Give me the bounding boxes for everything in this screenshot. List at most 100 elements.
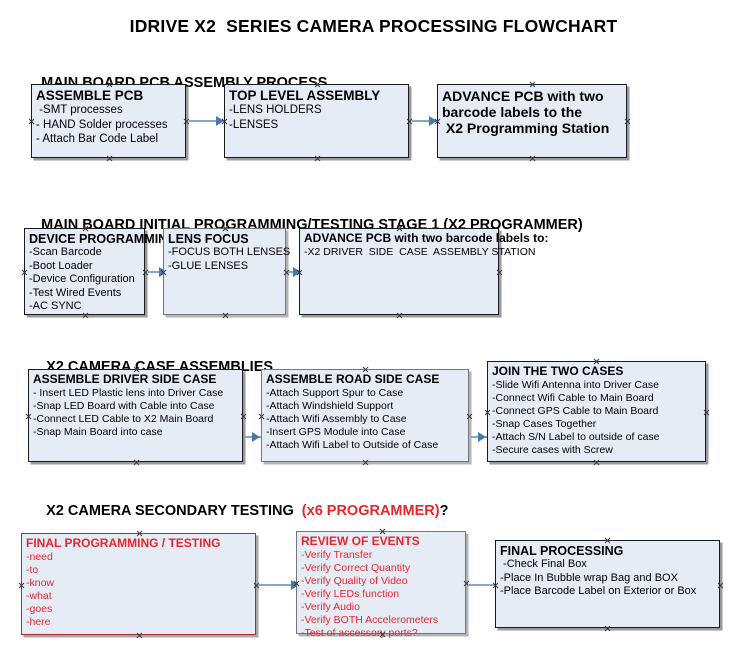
node-final-processing[interactable]: FINAL PROCESSING -Check Final Box -Place…	[495, 540, 720, 628]
handle-right-icon[interactable]	[624, 118, 631, 125]
node-line: -know	[26, 576, 55, 589]
connector-line	[412, 120, 434, 122]
node-line: -GLUE LENSES	[168, 259, 249, 272]
node-advance-pcb-station[interactable]: ADVANCE PCB with two barcode labels to t…	[437, 84, 627, 158]
node-line: -Verify Transfer	[301, 548, 373, 561]
node-lens-focus[interactable]: LENS FOCUS -FOCUS BOTH LENSES -GLUE LENS…	[163, 228, 291, 315]
node-line: -Test Wired Events	[29, 286, 122, 299]
handle-bottom-icon[interactable]	[106, 155, 113, 162]
node-line: -Attach Windshield Support	[266, 399, 394, 412]
handle-bottom-icon[interactable]	[136, 632, 143, 639]
handle-bottom-icon[interactable]	[604, 625, 611, 632]
handle-right-icon[interactable]	[466, 413, 473, 420]
node-line: -Scan Barcode	[29, 246, 102, 258]
node-line: -Connect LED Cable to X2 Main Board	[33, 412, 214, 425]
handle-right-icon[interactable]	[496, 269, 503, 276]
section-heading-4-text: X2 CAMERA SECONDARY TESTING	[46, 503, 302, 519]
node-header: ASSEMBLE DRIVER SIDE CASE	[33, 372, 217, 386]
node-line: -X2 DRIVER SIDE CASE ASSEMBLY STATION	[304, 245, 536, 258]
node-line: -Attach Wifi Label to Outside of Case	[266, 438, 439, 451]
node-join-the-two-cases[interactable]: JOIN THE TWO CASES -Slide Wifi Antenna i…	[487, 361, 706, 462]
node-header: LENS FOCUS	[168, 232, 249, 246]
node-line: - Insert LED Plastic lens into Driver Ca…	[33, 386, 224, 399]
handle-left-icon[interactable]	[18, 582, 25, 589]
node-top-level-assembly[interactable]: TOP LEVEL ASSEMBLY -LENS HOLDERS -LENSES	[224, 84, 409, 158]
handle-right-icon[interactable]	[240, 413, 247, 420]
handle-left-icon[interactable]	[484, 409, 491, 416]
handle-bottom-icon[interactable]	[396, 312, 403, 319]
handle-bottom-icon[interactable]	[529, 155, 536, 162]
handle-left-icon[interactable]	[28, 118, 35, 125]
node-line: X2 Programming Station	[442, 120, 610, 136]
connector-line	[468, 584, 504, 586]
node-final-programming-testing[interactable]: FINAL PROGRAMMING / TESTING -need -to -k…	[21, 533, 256, 635]
node-header: FINAL PROGRAMMING / TESTING	[26, 536, 221, 550]
handle-top-icon[interactable]	[529, 81, 536, 88]
node-line: -Boot Loader	[29, 259, 93, 272]
node-header: JOIN THE TWO CASES	[492, 364, 624, 378]
node-header: FINAL PROCESSING	[500, 544, 624, 558]
node-line: barcode labels to the	[442, 104, 583, 120]
node-line: -what	[26, 589, 52, 602]
node-line: - HAND Solder processes	[36, 118, 168, 131]
node-line: -Verify Audio	[301, 600, 360, 613]
handle-bottom-icon[interactable]	[593, 459, 600, 466]
node-line: -Device Configuration	[29, 273, 135, 285]
node-line: -LENSES	[229, 118, 279, 131]
node-line: - Attach Bar Code Label	[36, 133, 159, 145]
section-heading-4-suffix: ?	[439, 503, 449, 519]
node-assemble-pcb[interactable]: ASSEMBLE PCB -SMT processes - HAND Solde…	[31, 84, 186, 158]
node-line: -FOCUS BOTH LENSES	[168, 246, 291, 258]
node-assemble-driver-side-case[interactable]: ASSEMBLE DRIVER SIDE CASE - Insert LED P…	[28, 369, 243, 462]
connector-arrow-icon	[252, 432, 260, 442]
page-title: IDRIVE X2 SERIES CAMERA PROCESSING FLOWC…	[129, 16, 618, 36]
node-line: -Connect Wifi Cable to Main Board	[492, 391, 654, 404]
node-line: -Attach Support Spur to Case	[266, 386, 404, 399]
node-header: ASSEMBLE PCB	[36, 88, 144, 103]
node-advance-pcb-driver-side[interactable]: ADVANCE PCB with two barcode labels to: …	[299, 228, 549, 315]
handle-left-icon[interactable]	[21, 269, 28, 276]
handle-top-icon[interactable]	[604, 537, 611, 544]
connector-arrow-icon	[429, 116, 437, 126]
connector-line	[189, 120, 219, 122]
handle-right-icon[interactable]	[717, 582, 724, 589]
connector-arrow-icon	[293, 267, 301, 277]
node-line: -Verify BOTH Accelerometers	[301, 613, 439, 626]
node-line: -Verify LEDs function	[301, 587, 400, 600]
node-header: ASSEMBLE ROAD SIDE CASE	[266, 372, 440, 386]
handle-left-icon[interactable]	[258, 413, 265, 420]
handle-bottom-icon[interactable]	[362, 459, 369, 466]
node-review-of-events[interactable]: REVIEW OF EVENTS -Verify Transfer -Verif…	[296, 531, 466, 639]
section-heading-4-highlight: (x6 PROGRAMMER)	[301, 503, 440, 519]
node-line: -Place Barcode Label on Exterior or Box	[500, 585, 697, 597]
node-line: -SMT processes	[36, 104, 123, 116]
handle-bottom-icon[interactable]	[314, 155, 321, 162]
node-line: -Place In Bubble wrap Bag and BOX	[500, 571, 678, 584]
handle-bottom-icon[interactable]	[133, 459, 140, 466]
node-line: -goes	[26, 602, 53, 615]
node-line: -Secure cases with Screw	[492, 443, 613, 456]
handle-right-icon[interactable]	[703, 409, 710, 416]
node-header: TOP LEVEL ASSEMBLY	[229, 88, 381, 103]
node-assemble-road-side-case[interactable]: ASSEMBLE ROAD SIDE CASE -Attach Support …	[261, 369, 469, 462]
node-header: ADVANCE PCB with two	[442, 88, 604, 104]
node-line: -to	[26, 563, 39, 576]
node-header: DEVICE PROGRAMMING	[29, 232, 177, 246]
node-line: -Verify Correct Quantity	[301, 561, 411, 574]
node-line: -Attach Wifi Assembly to Case	[266, 412, 407, 425]
node-header: ADVANCE PCB with two barcode labels to:	[304, 231, 549, 245]
handle-left-icon[interactable]	[25, 413, 32, 420]
node-line: -Slide Wifi Antenna into Driver Case	[492, 378, 659, 391]
node-header: REVIEW OF EVENTS	[301, 534, 420, 548]
node-line: -need	[26, 550, 53, 563]
node-device-programming[interactable]: DEVICE PROGRAMMING -Scan Barcode -Boot L…	[21, 228, 177, 315]
connector-arrow-icon	[216, 116, 224, 126]
node-line: -LENS HOLDERS	[229, 104, 322, 116]
handle-bottom-icon[interactable]	[222, 312, 229, 319]
node-line: -here	[26, 615, 51, 628]
node-line: -Insert GPS Module into Case	[266, 425, 406, 438]
node-line-overflow: -Test of accessory ports?	[301, 626, 418, 639]
connector-line	[258, 584, 294, 586]
section-heading-4: X2 CAMERA SECONDARY TESTING (x6 PROGRAMM…	[30, 487, 448, 535]
